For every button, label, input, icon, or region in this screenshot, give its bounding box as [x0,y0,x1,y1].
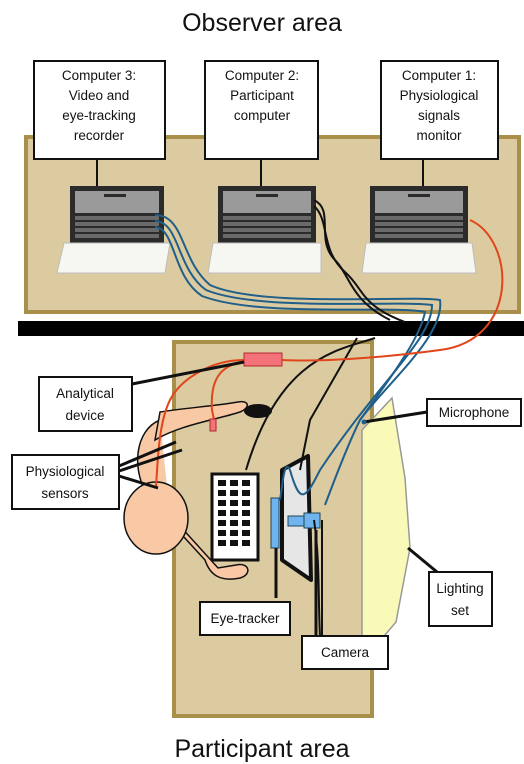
analytical-device-label: Analytical device [38,376,133,432]
svg-text:Microphone: Microphone [439,405,510,420]
laptop-computer-2 [207,186,322,274]
svg-text:Computer 1:: Computer 1: [402,68,476,83]
svg-text:set: set [451,603,469,618]
mouse [244,404,272,418]
computer-3-label: Computer 3: Video and eye-tracking recor… [33,60,166,160]
lighting-set-label: Lighting set [428,571,493,627]
keyboard [210,472,260,562]
callout-lines [118,360,438,636]
svg-text:Computer 2:: Computer 2: [225,68,299,83]
observer-area-title: Observer area [182,9,342,37]
svg-text:Physiological: Physiological [26,464,105,479]
eye-tracker-label: Eye-tracker [199,601,291,636]
sensor-band [209,418,217,432]
svg-text:Participant: Participant [230,88,294,103]
analytical-device [243,352,283,367]
participant-area-title: Participant area [174,735,349,763]
svg-text:Lighting: Lighting [436,581,483,596]
computer-2-label: Computer 2: Participant computer [204,60,319,160]
svg-text:sensors: sensors [41,486,89,501]
svg-text:recorder: recorder [74,128,125,143]
svg-text:Eye-tracker: Eye-tracker [210,611,280,626]
physiological-sensors-label: Physiological sensors [11,454,120,510]
svg-text:eye-tracking: eye-tracking [62,108,136,123]
cables-black [245,199,406,637]
svg-text:Analytical: Analytical [56,386,114,401]
svg-text:monitor: monitor [416,128,462,143]
cables-teal [154,214,442,506]
participant [123,400,249,580]
laptop-computer-3 [56,186,171,274]
lighting-set [361,396,411,665]
svg-text:Video and: Video and [69,88,130,103]
svg-text:Camera: Camera [321,645,370,660]
computer-1-label: Computer 1: Physiological signals monito… [380,60,499,160]
camera-label: Camera [301,635,389,670]
svg-text:signals: signals [418,108,460,123]
microphone-label: Microphone [426,398,522,427]
svg-text:device: device [65,408,104,423]
laptop-computer-1 [361,186,477,274]
dividing-wall [18,321,524,336]
svg-text:Physiological: Physiological [400,88,479,103]
eye-tracker [270,497,280,549]
camera [287,512,321,529]
svg-text:Computer 3:: Computer 3: [62,68,136,83]
svg-text:computer: computer [234,108,291,123]
